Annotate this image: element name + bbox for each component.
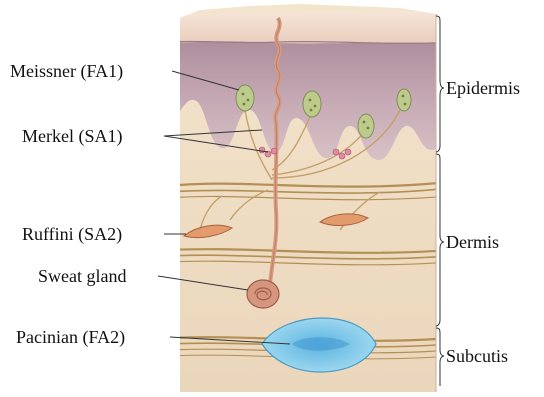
label-meissner: Meissner (FA1) [10, 61, 123, 81]
label-pacinian: Pacinian (FA2) [16, 327, 125, 347]
skin-surface [170, 10, 450, 44]
layer-brackets [436, 16, 444, 386]
label-sweat-gland: Sweat gland [38, 266, 126, 286]
sweat-gland-coil [247, 280, 279, 308]
label-ruffini: Ruffini (SA2) [22, 224, 122, 244]
label-epidermis: Epidermis [446, 78, 520, 98]
label-subcutis: Subcutis [446, 346, 508, 366]
label-dermis: Dermis [446, 232, 499, 252]
label-merkel: Merkel (SA1) [22, 126, 122, 146]
